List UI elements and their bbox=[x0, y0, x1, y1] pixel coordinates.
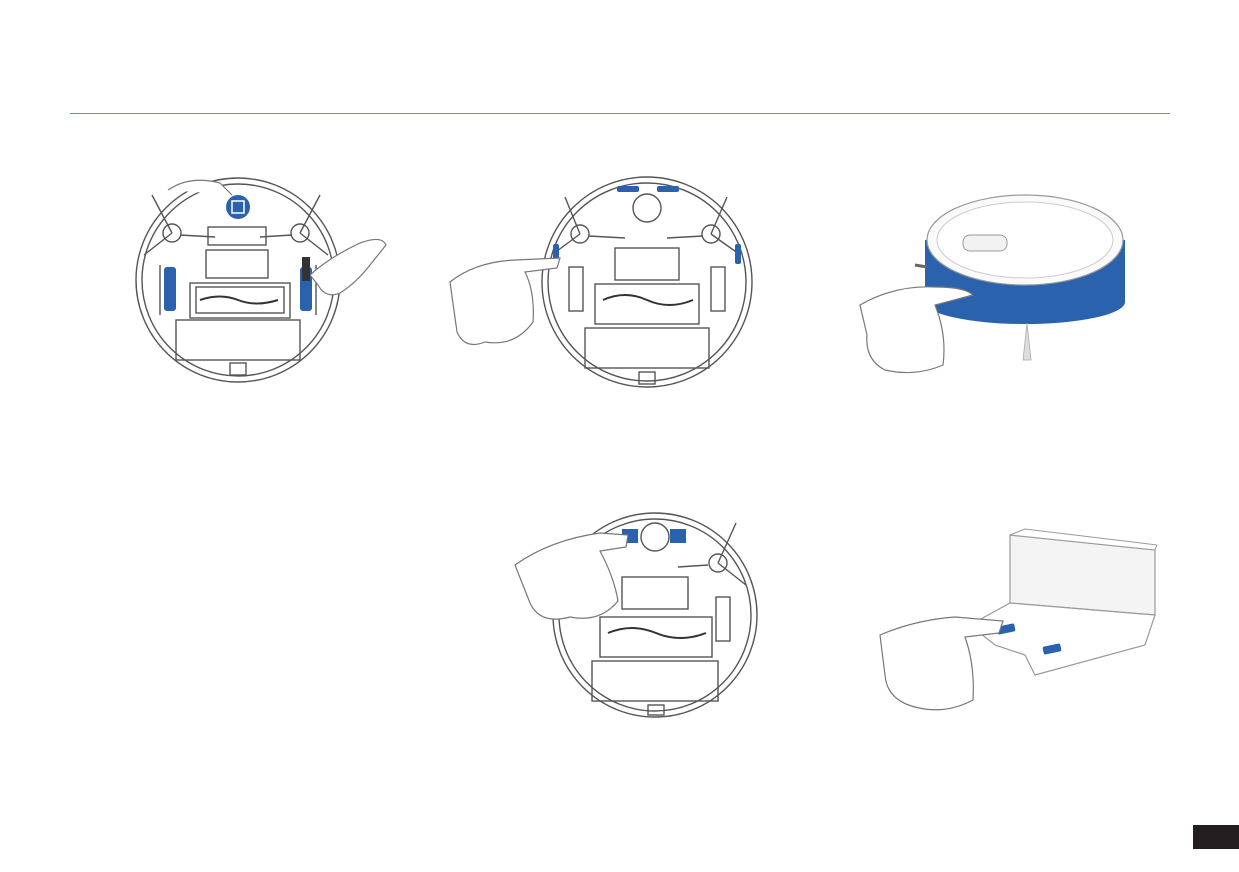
robot-underside-wheels-icon bbox=[135, 177, 387, 383]
robot-underside-sensors-icon bbox=[449, 176, 753, 388]
page-number-tab bbox=[1193, 825, 1239, 849]
dock-contacts-icon bbox=[879, 528, 1158, 711]
header-divider bbox=[70, 113, 1170, 114]
robot-bumper-icon bbox=[859, 194, 1125, 374]
robot-underside-front-sensors-icon bbox=[514, 512, 758, 718]
